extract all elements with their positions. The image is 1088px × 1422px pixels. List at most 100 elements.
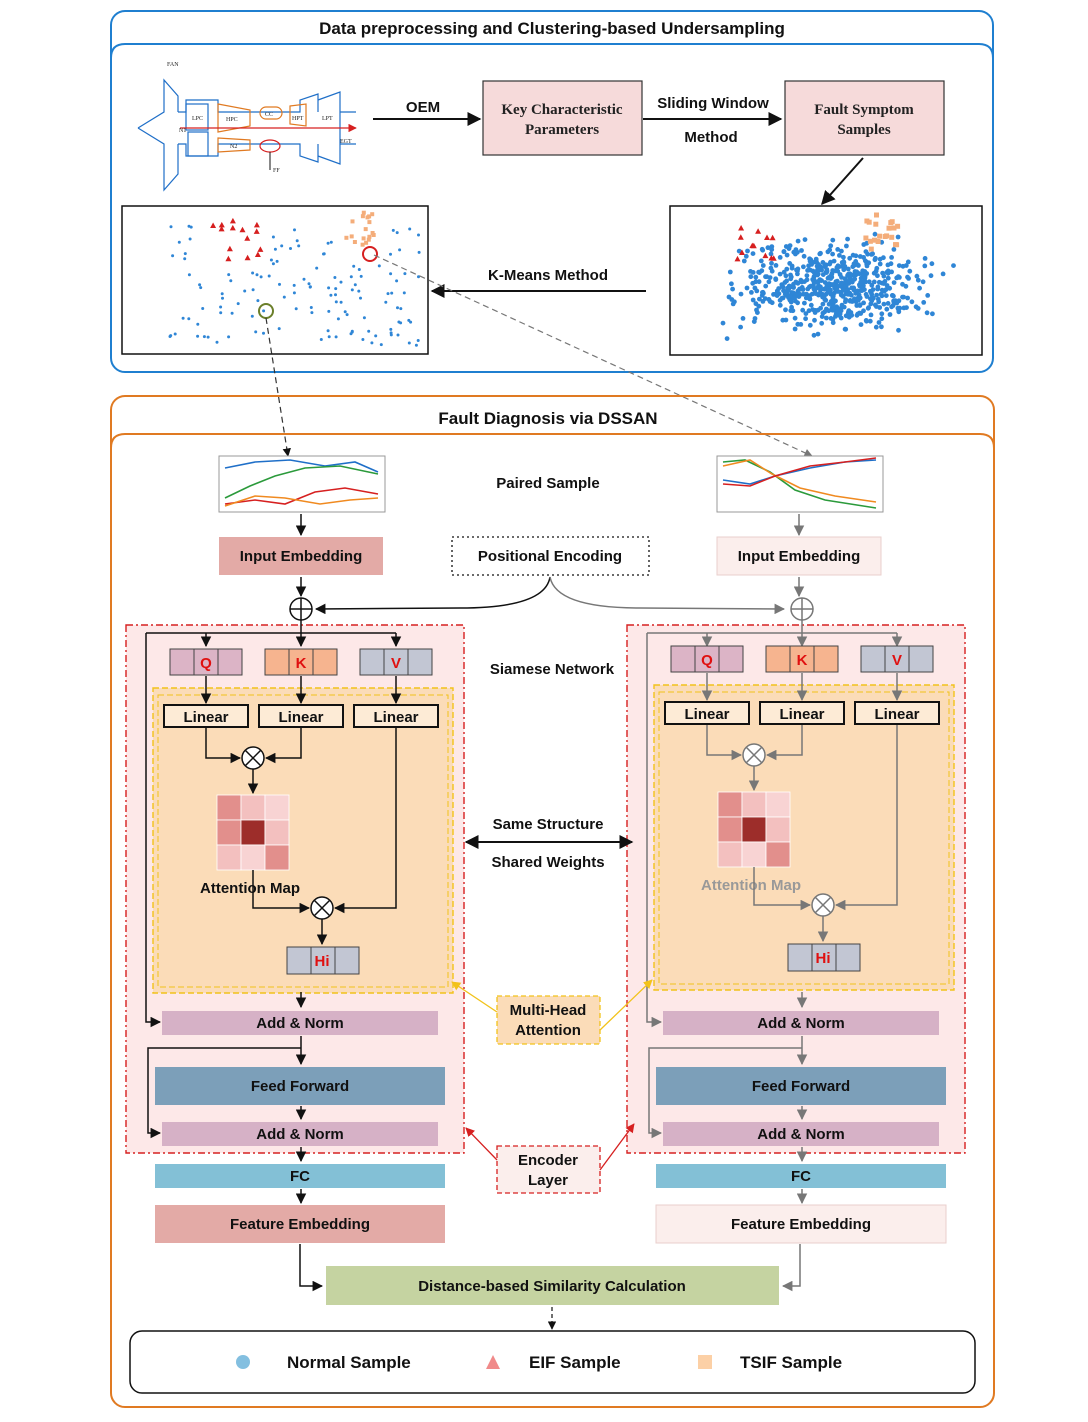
tsif-point <box>866 219 872 225</box>
normal-point <box>854 288 860 294</box>
normal-point <box>295 239 299 243</box>
linear-label: Linear <box>183 709 228 726</box>
normal-point <box>339 280 343 284</box>
normal-point <box>414 343 418 347</box>
label-lpc: LPC <box>192 116 203 122</box>
normal-point <box>876 279 882 285</box>
normal-point <box>181 316 185 320</box>
normal-point <box>187 317 191 321</box>
normal-point <box>801 264 806 270</box>
normal-point <box>215 340 219 344</box>
normal-point <box>280 244 284 248</box>
normal-point <box>920 279 926 285</box>
normal-point <box>806 308 812 314</box>
normal-point <box>817 251 823 257</box>
normal-point <box>729 281 734 287</box>
normal-point <box>929 261 935 267</box>
normal-point <box>271 262 275 266</box>
normal-point <box>827 275 832 281</box>
ff-sensor <box>259 139 281 153</box>
normal-point <box>221 296 224 300</box>
normal-point <box>361 338 365 341</box>
normal-point <box>871 279 877 285</box>
normal-point <box>177 240 181 244</box>
attention-cell <box>240 844 266 871</box>
engine-core-orange <box>217 103 307 153</box>
normal-point <box>282 295 286 299</box>
head-output-label: Hi <box>315 953 330 970</box>
normal-point <box>914 273 920 279</box>
key-parameters-line2: Parameters <box>525 122 599 138</box>
normal-point <box>788 272 793 278</box>
normal-point <box>357 289 361 293</box>
tsif-point <box>367 220 372 225</box>
attention-cell <box>717 841 743 868</box>
normal-point <box>930 311 935 317</box>
head-output-cell <box>286 946 312 975</box>
normal-point <box>777 302 783 308</box>
normal-point <box>345 313 349 317</box>
normal-point <box>758 258 764 264</box>
fc-label: FC <box>791 1168 811 1185</box>
normal-point <box>386 292 390 296</box>
normal-point <box>836 283 842 289</box>
normal-point <box>243 289 247 293</box>
normal-point <box>756 279 762 285</box>
query-cell <box>694 645 720 673</box>
query-cell <box>718 645 744 673</box>
normal-point <box>877 261 883 267</box>
normal-point <box>791 285 796 290</box>
normal-point <box>255 273 259 277</box>
normal-point <box>811 332 817 338</box>
linear-layer <box>258 704 344 728</box>
normal-point <box>334 300 338 304</box>
normal-point <box>269 258 273 262</box>
normal-point <box>227 273 231 277</box>
normal-point <box>862 287 867 292</box>
normal-point <box>924 310 930 316</box>
tsif-sample-marker <box>698 1355 712 1369</box>
feed-forward-label: Feed Forward <box>251 1078 349 1095</box>
normal-point <box>750 297 756 303</box>
normal-point <box>845 236 850 242</box>
normal-point <box>838 315 844 321</box>
attention-cell <box>765 841 791 868</box>
normal-point <box>880 270 885 276</box>
normal-point <box>307 282 311 286</box>
selected-tsif-marker <box>362 246 378 262</box>
normal-point <box>818 291 823 297</box>
multi-head-line2: Attention <box>515 1022 581 1039</box>
normal-point <box>389 327 393 331</box>
tsif-point <box>875 239 881 244</box>
normal-point <box>389 272 393 276</box>
normal-point <box>750 280 756 286</box>
attention-cell <box>216 794 242 821</box>
normal-point <box>776 286 782 291</box>
normal-point <box>789 265 795 271</box>
normal-point <box>868 301 874 307</box>
normal-point <box>250 314 254 318</box>
linear-layer <box>759 701 845 725</box>
feed-forward-block <box>155 1067 445 1105</box>
normal-point <box>262 309 266 313</box>
normal-point <box>292 283 296 287</box>
normal-point <box>196 334 200 338</box>
normal-point <box>799 248 804 253</box>
normal-point <box>884 306 890 312</box>
normal-point <box>841 304 847 310</box>
tsif-point <box>884 233 890 239</box>
normal-point <box>359 296 362 300</box>
normal-point <box>384 300 388 304</box>
attention-cell <box>741 791 767 818</box>
tsif-point <box>361 236 366 241</box>
attention-cell <box>240 819 266 846</box>
normal-point <box>720 320 726 326</box>
sliding-window-line1: Sliding Window <box>657 95 769 112</box>
normal-point <box>334 287 338 291</box>
normal-point <box>230 311 234 315</box>
fault-samples-line2: Samples <box>837 122 891 138</box>
normal-point <box>781 249 787 254</box>
normal-point <box>417 275 420 279</box>
attention-cell <box>240 794 266 821</box>
